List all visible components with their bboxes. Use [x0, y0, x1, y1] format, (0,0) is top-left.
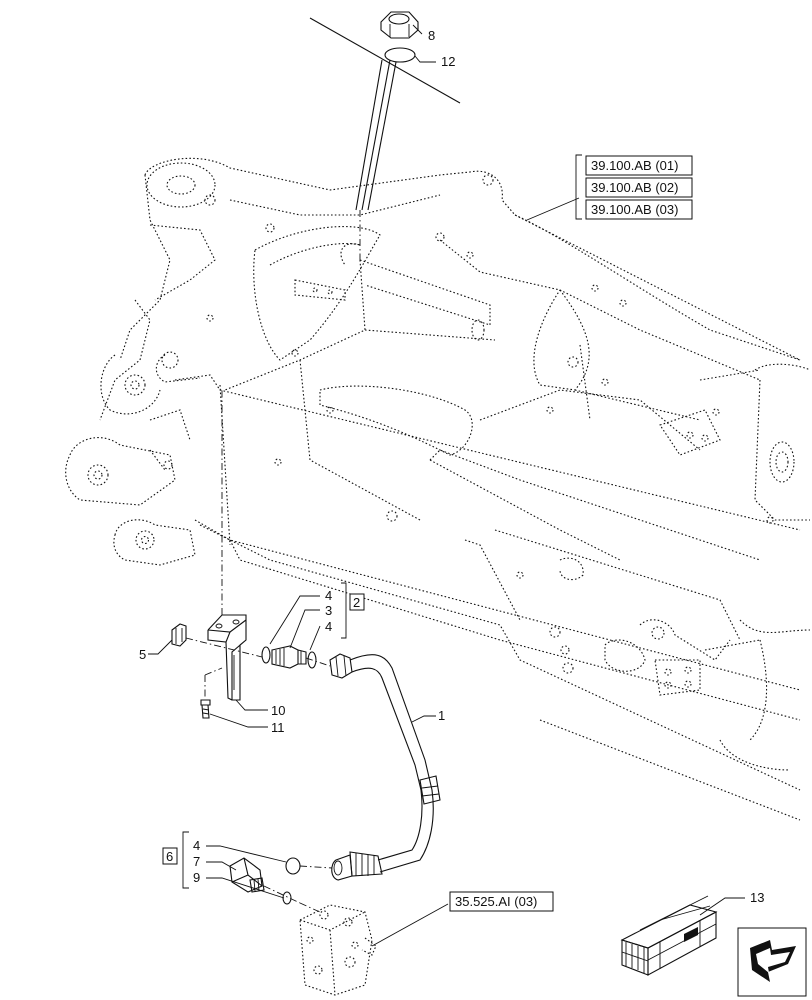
o-ring-upper-left[interactable]	[261, 646, 271, 664]
clip-part[interactable]	[171, 623, 187, 647]
screw-part[interactable]	[200, 699, 211, 719]
elbow-adapter-part[interactable]	[229, 857, 265, 893]
callout-8: 8	[428, 28, 435, 43]
group-bracket-2	[341, 582, 347, 639]
callout-7: 7	[193, 854, 200, 869]
callout-6: 6	[166, 849, 173, 864]
valve-block	[299, 904, 377, 996]
clip-axis	[185, 637, 263, 658]
adapter-part[interactable]	[271, 645, 307, 669]
callout-13: 13	[750, 890, 764, 905]
group-bracket-refs	[575, 154, 582, 220]
callout-6-box	[162, 847, 178, 865]
o-ring-part[interactable]	[384, 47, 416, 63]
lower-pipe-axis	[299, 865, 333, 869]
nut-part[interactable]	[380, 11, 419, 39]
reference-box-2[interactable]	[585, 177, 693, 198]
callout-11: 11	[271, 720, 285, 735]
reference-label-1[interactable]: 39.100.AB (01)	[591, 158, 678, 173]
callout-1: 1	[438, 708, 445, 723]
reference-box-3[interactable]	[585, 199, 693, 220]
bracket-part[interactable]	[207, 614, 247, 701]
reference-box-1[interactable]	[585, 155, 693, 176]
adapter-axis	[305, 657, 331, 667]
callout-3: 3	[325, 603, 332, 618]
callout-5: 5	[139, 647, 146, 662]
reference-box-4[interactable]	[449, 891, 554, 912]
hydraulic-pipe-part[interactable]	[329, 653, 441, 881]
callout-10: 10	[271, 703, 285, 718]
assembly-lines-top	[309, 17, 461, 262]
reference-label-4[interactable]: 35.525.AI (03)	[455, 894, 537, 909]
callout-leaders	[148, 24, 745, 947]
parts-kit-box-icon	[620, 895, 718, 976]
callout-4-mid: 4	[325, 619, 332, 634]
group-bracket-6	[182, 831, 189, 889]
screw-axis-2	[204, 667, 223, 676]
callout-9: 9	[193, 870, 200, 885]
machine-frame	[65, 157, 811, 821]
callout-2-box	[349, 593, 365, 611]
reference-label-2[interactable]: 39.100.AB (02)	[591, 180, 678, 195]
reference-label-3[interactable]: 39.100.AB (03)	[591, 202, 678, 217]
callout-2: 2	[353, 595, 360, 610]
o-ring-small[interactable]	[282, 891, 292, 905]
callout-12: 12	[441, 54, 455, 69]
callout-4-lower: 4	[193, 838, 200, 853]
valve-axis	[299, 902, 323, 914]
o-ring-lower[interactable]	[285, 857, 301, 875]
adapter-axis-lower	[263, 885, 301, 904]
o-ring-upper-right[interactable]	[307, 651, 317, 669]
next-view-arrow-icon[interactable]	[737, 927, 807, 997]
callout-4-top: 4	[325, 588, 332, 603]
